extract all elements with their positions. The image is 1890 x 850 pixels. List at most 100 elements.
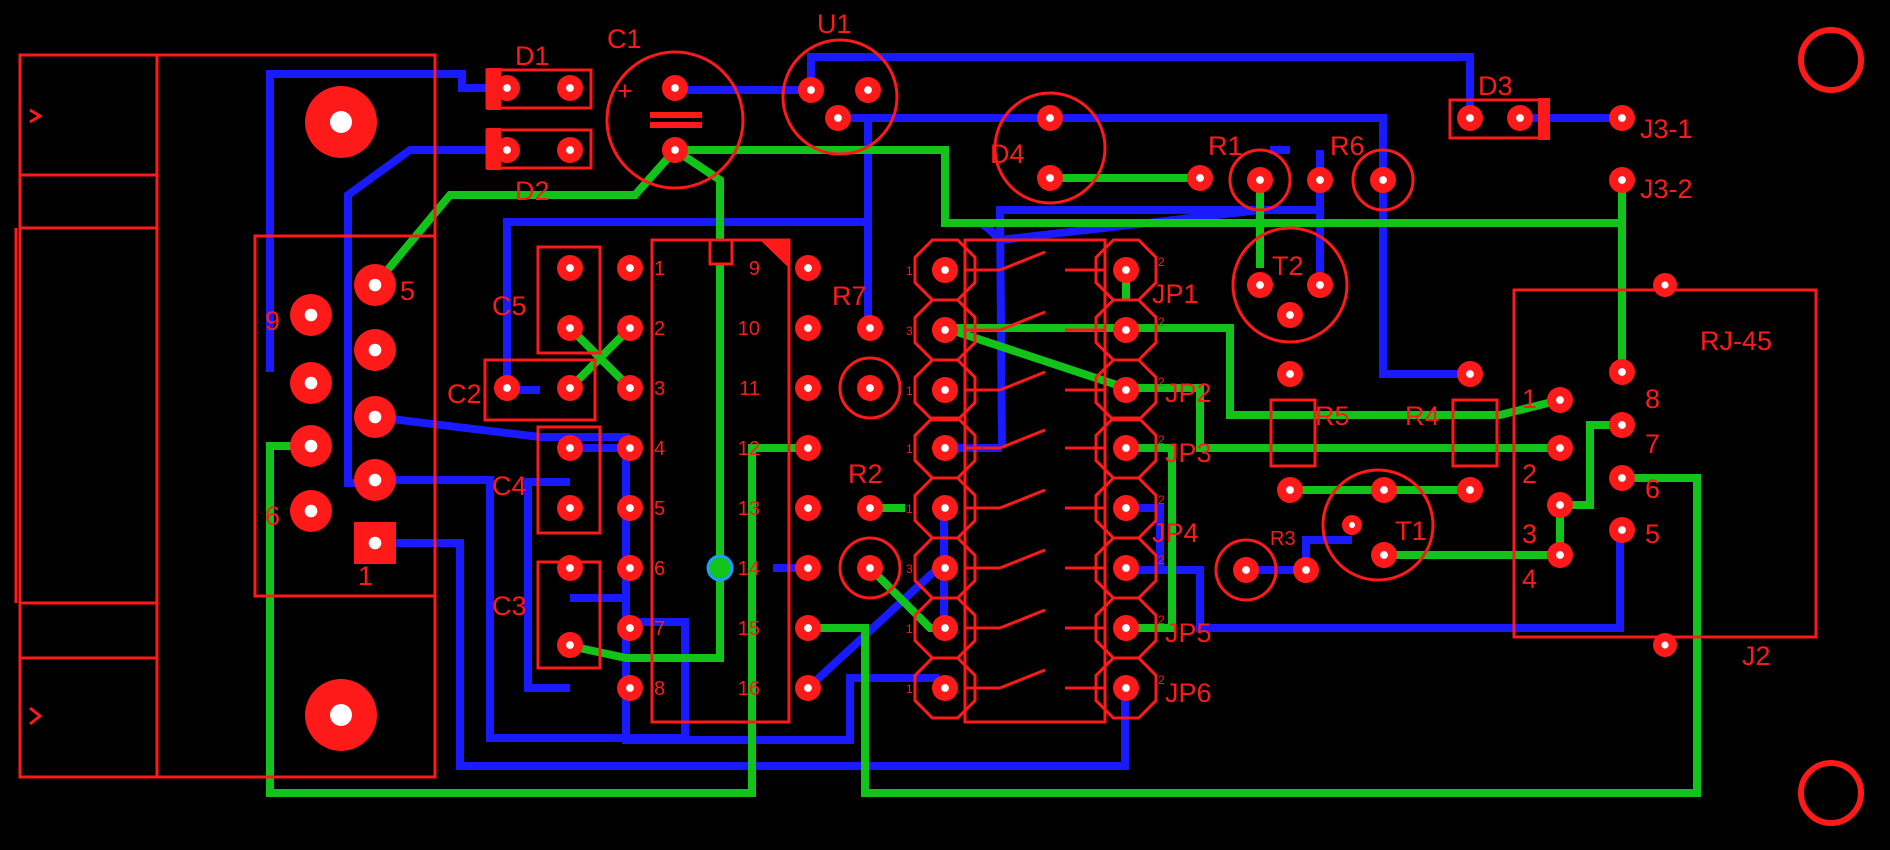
- u1-pad: [825, 105, 851, 131]
- label-j2: J2: [1742, 641, 1771, 671]
- ic-pad: [617, 375, 643, 401]
- c3-pad: [557, 555, 583, 581]
- db9-pad-1: [354, 522, 396, 564]
- d4-pad: [1037, 105, 1063, 131]
- label-jp6: JP6: [1165, 678, 1212, 708]
- ic-pin-label: 15: [738, 618, 760, 640]
- label-db9-pin1: 1: [358, 561, 373, 591]
- label-d2: D2: [515, 176, 550, 206]
- label-r4: R4: [1405, 401, 1440, 431]
- r4-pad: [1457, 477, 1483, 503]
- jumper-pad: [1113, 317, 1139, 343]
- dip-lever: [999, 428, 1046, 450]
- label-r6: R6: [1330, 131, 1365, 161]
- r6-pad: [1307, 167, 1333, 193]
- dip-lever: [999, 310, 1046, 332]
- label-rj45: RJ-45: [1700, 326, 1772, 356]
- jumper-octagon: [1094, 656, 1158, 720]
- dip-lever: [999, 250, 1046, 272]
- label-jp4: JP4: [1152, 518, 1199, 548]
- c5-outline: [536, 245, 602, 355]
- ic-pin-label: 16: [738, 678, 760, 700]
- label-r1: R1: [1208, 131, 1243, 161]
- label-d4: D4: [990, 139, 1025, 169]
- r5-outline: [1269, 398, 1317, 468]
- label-db9-pin9: 9: [265, 306, 280, 336]
- rj45-pad: [1609, 359, 1635, 385]
- r5-pad: [1277, 477, 1303, 503]
- label-rj45-pin5: 5: [1645, 519, 1660, 549]
- label-rj45-pin7: 7: [1645, 429, 1660, 459]
- r4-pad: [1457, 361, 1483, 387]
- ic-pad: [617, 615, 643, 641]
- label-rj45-pin6: 6: [1645, 474, 1660, 504]
- jumper-pad: [1113, 555, 1139, 581]
- d1-pad: [557, 75, 583, 101]
- ic-pad: [795, 435, 821, 461]
- jumper-mark: 2: [1158, 315, 1165, 329]
- d1-cathode-band: [487, 68, 501, 110]
- pads: [290, 75, 1677, 701]
- rj45-mount-pad: [1653, 633, 1677, 657]
- r3-pad: [1293, 557, 1319, 583]
- dip-switch-outline: [963, 238, 1107, 724]
- jumper-mark: 1: [906, 264, 913, 278]
- label-d3: D3: [1478, 71, 1513, 101]
- label-r2: R2: [848, 459, 883, 489]
- jumper-pad: [1113, 495, 1139, 521]
- d4-outline: [993, 91, 1107, 205]
- label-c1: C1: [607, 24, 642, 54]
- label-rj45-pin8: 8: [1645, 384, 1660, 414]
- ic-pin-label: 3: [654, 378, 665, 400]
- jumper-pad: [1113, 257, 1139, 283]
- u1-pad: [798, 77, 824, 103]
- r6-pad: [1370, 167, 1396, 193]
- d1-pad: [494, 75, 520, 101]
- u1-outline: [781, 38, 899, 156]
- dip-lever: [999, 370, 1046, 392]
- jumper-mark: 2: [1158, 613, 1165, 627]
- dip-lever: [999, 548, 1046, 570]
- c4-pad: [557, 435, 583, 461]
- jumper-mark: 2: [1158, 433, 1165, 447]
- d3-cathode-band: [1538, 98, 1550, 140]
- t1-pad: [1371, 542, 1397, 568]
- jumper-pad: [1113, 377, 1139, 403]
- jumper-block: [913, 238, 1158, 720]
- jumper-pad: [1113, 675, 1139, 701]
- label-rj45-pin4: 4: [1522, 564, 1537, 594]
- r3-outline: [1214, 538, 1278, 602]
- db9-pad: [354, 329, 396, 371]
- c1-polarity-bar: [650, 112, 702, 118]
- label-jp3: JP3: [1165, 438, 1212, 468]
- label-t2: T2: [1272, 251, 1304, 281]
- label-c1-plus: +: [617, 76, 633, 106]
- jumper-mark: 2: [1158, 673, 1165, 687]
- j3-pad: [1609, 105, 1635, 131]
- t1-pad: [1342, 515, 1362, 535]
- r2-pad: [857, 495, 883, 521]
- db9-pad: [290, 294, 332, 336]
- label-r3: R3: [1270, 528, 1296, 550]
- ic-pad: [795, 615, 821, 641]
- t2-pad: [1277, 361, 1303, 387]
- c1-pad: [662, 75, 688, 101]
- rj45-pad: [1547, 387, 1573, 413]
- db9-pad: [290, 490, 332, 532]
- r2-pad: [857, 555, 883, 581]
- t2-pad: [1277, 302, 1303, 328]
- label-r5: R5: [1315, 401, 1350, 431]
- c5-pad: [557, 255, 583, 281]
- rj45-pad: [1547, 492, 1573, 518]
- d2-pad: [557, 137, 583, 163]
- ic-pin-label: 12: [738, 438, 760, 460]
- via: [706, 554, 734, 582]
- rj45-pad: [1547, 435, 1573, 461]
- ic-pin-label: 13: [738, 498, 760, 520]
- c4-outline: [536, 425, 602, 535]
- ic-pin-label: 9: [749, 258, 760, 280]
- label-u1: U1: [817, 9, 852, 39]
